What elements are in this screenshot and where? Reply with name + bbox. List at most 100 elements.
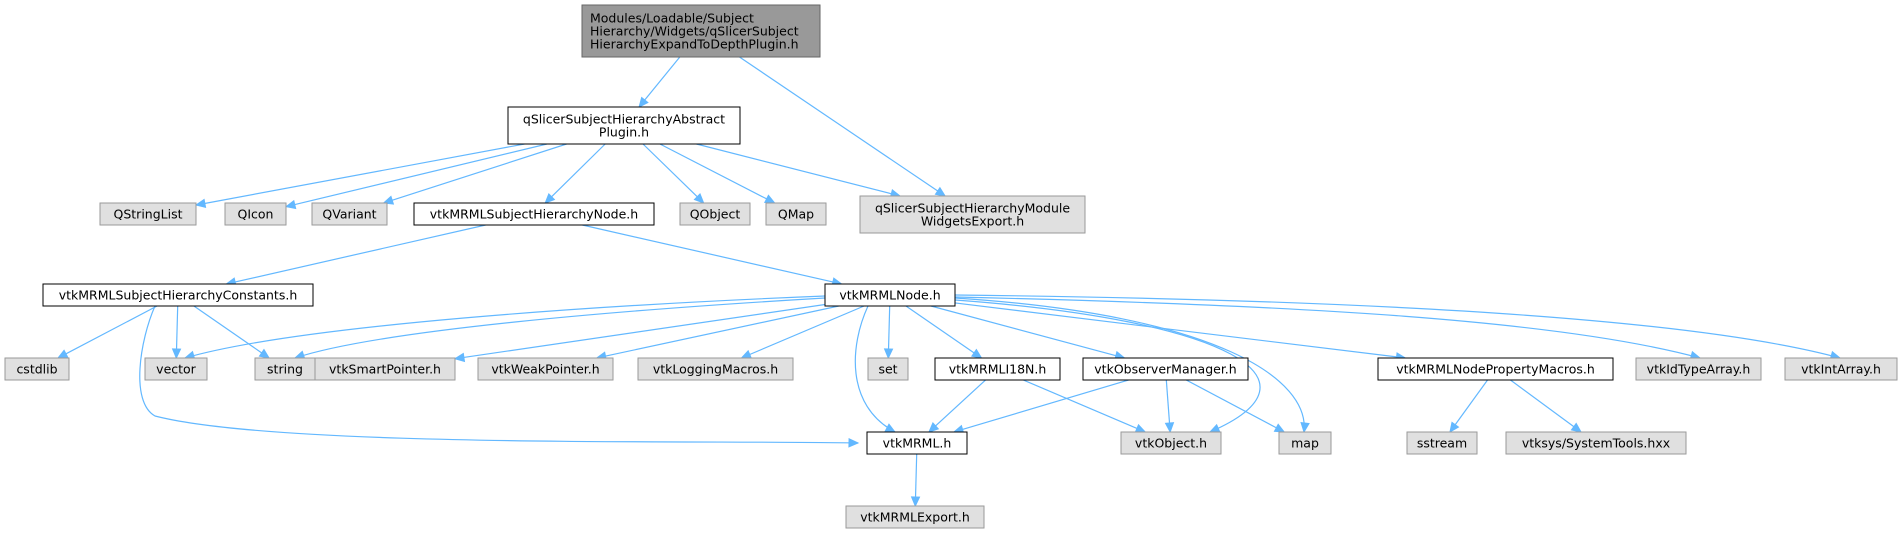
edge-sh-constants-to-vector-arrowhead [171, 348, 182, 360]
node-qmap[interactable]: QMap [765, 202, 827, 226]
node-cstdlib[interactable]: cstdlib [4, 357, 70, 381]
node-sh-constants-box [42, 283, 314, 307]
node-module-widgets-export[interactable]: qSlicerSubjectHierarchyModuleWidgetsExpo… [859, 195, 1086, 234]
edge-mrml-node-to-smart-pointer-arrowhead [453, 352, 466, 363]
edge-property-macros-to-system-tools-line [1510, 379, 1575, 428]
node-smart-pointer-label-line: vtkSmartPointer.h [329, 362, 441, 377]
edge-mrml-node-to-smart-pointer [453, 303, 826, 363]
node-sh-constants[interactable]: vtkMRMLSubjectHierarchyConstants.h [42, 283, 314, 307]
edge-abstract-plugin-to-qmap [659, 143, 776, 204]
node-mrml[interactable]: vtkMRML.h [866, 431, 968, 455]
edge-property-macros-to-sstream [1449, 379, 1489, 433]
node-qstringlist[interactable]: QStringList [99, 202, 197, 226]
node-logging-macros[interactable]: vtkLoggingMacros.h [637, 357, 794, 381]
edges [56, 56, 1842, 508]
node-sh-node[interactable]: vtkMRMLSubjectHierarchyNode.h [413, 202, 655, 226]
edge-mrml-node-to-string [293, 297, 826, 360]
node-vector[interactable]: vector [144, 357, 208, 381]
edge-sh-node-to-sh-constants [225, 224, 486, 287]
node-int-array-box [1784, 357, 1898, 381]
edge-property-macros-to-sstream-line [1454, 379, 1489, 426]
edge-abstract-plugin-to-qobject [642, 143, 705, 204]
node-qicon-box [224, 202, 287, 226]
edge-sh-constants-to-mrml-line [139, 305, 859, 444]
node-cstdlib-label-line: cstdlib [16, 362, 57, 377]
node-weak-pointer[interactable]: vtkWeakPointer.h [477, 357, 614, 381]
node-set[interactable]: set [867, 357, 909, 381]
edge-sh-node-to-mrml-node-line [582, 224, 834, 283]
edge-observer-manager-to-mrml-line [961, 379, 1129, 431]
node-id-type-array[interactable]: vtkIdTypeArray.h [1635, 357, 1762, 381]
edge-mrml-node-to-vector [183, 295, 826, 360]
node-map[interactable]: map [1278, 431, 1332, 455]
node-qobject[interactable]: QObject [679, 202, 751, 226]
edge-sh-constants-to-vector-line [175, 305, 179, 351]
edge-mrml-node-to-set-line [887, 305, 891, 351]
edge-root-to-module-widgets-export-arrowhead [934, 186, 947, 197]
node-qobject-box [679, 202, 751, 226]
node-map-box [1278, 431, 1332, 455]
node-root[interactable]: Modules/Loadable/SubjectHierarchy/Widget… [581, 4, 821, 58]
edge-sh-constants-to-string-arrowhead [258, 348, 271, 359]
node-vtk-object[interactable]: vtkObject.h [1120, 431, 1222, 455]
node-vtk-object-label-line: vtkObject.h [1135, 436, 1207, 451]
node-abstract-plugin-label-line: qSlicerSubjectHierarchyAbstract [523, 112, 725, 127]
edge-sh-constants-to-mrml-arrowhead [848, 438, 860, 448]
node-set-box [867, 357, 909, 381]
node-system-tools[interactable]: vtksys/SystemTools.hxx [1505, 431, 1687, 455]
node-id-type-array-box [1635, 357, 1762, 381]
edge-abstract-plugin-to-sh-node-line [550, 143, 606, 198]
edge-mrml-node-to-vector-line [184, 295, 826, 359]
node-string[interactable]: string [254, 357, 316, 381]
edge-mrml-node-to-smart-pointer-line [462, 303, 826, 359]
edge-root-to-abstract-plugin-line [643, 56, 681, 102]
edge-mrml-node-to-logging-macros-line [748, 305, 865, 356]
edge-mrml-node-to-weak-pointer-line [604, 305, 839, 357]
edge-mrml-node-to-map-arrowhead [1300, 422, 1310, 434]
edge-mrml-node-to-map [954, 297, 1310, 434]
node-int-array-label-line: vtkIntArray.h [1801, 362, 1881, 377]
node-weak-pointer-box [477, 357, 614, 381]
edge-root-to-module-widgets-export-line [739, 56, 939, 193]
edge-mrml-node-to-property-macros-line [954, 302, 1398, 358]
edge-sh-constants-to-mrml [139, 305, 860, 448]
node-smart-pointer-box [314, 357, 456, 381]
node-cstdlib-box [4, 357, 70, 381]
edge-observer-manager-to-vtk-object-line [1165, 379, 1171, 425]
edge-observer-manager-to-map-line [1185, 379, 1278, 429]
edge-observer-manager-to-vtk-object [1164, 379, 1175, 434]
edge-property-macros-to-sstream-arrowhead [1449, 421, 1460, 433]
edge-abstract-plugin-to-module-widgets-export-line [696, 143, 893, 195]
node-i18n[interactable]: vtkMRMLI18N.h [934, 357, 1061, 381]
node-root-box [581, 4, 821, 58]
node-mrml-node[interactable]: vtkMRMLNode.h [824, 283, 956, 307]
node-qicon[interactable]: QIcon [224, 202, 287, 226]
edge-mrml-node-to-int-array-line [954, 294, 1841, 359]
node-observer-manager[interactable]: vtkObserverManager.h [1082, 357, 1249, 381]
edge-abstract-plugin-to-qstringlist [194, 143, 525, 209]
node-property-macros[interactable]: vtkMRMLNodePropertyMacros.h [1377, 357, 1614, 381]
node-sstream[interactable]: sstream [1406, 431, 1478, 455]
edge-mrml-node-to-string-line [294, 297, 826, 359]
edge-property-macros-to-system-tools [1510, 379, 1583, 433]
node-set-label-line: set [878, 362, 897, 377]
edge-root-to-abstract-plugin-arrowhead [638, 96, 649, 108]
node-qvariant[interactable]: QVariant [311, 202, 388, 226]
edge-observer-manager-to-map [1185, 379, 1286, 433]
node-vector-box [144, 357, 208, 381]
node-mrml-label-line: vtkMRML.h [883, 436, 952, 451]
node-mrml-export[interactable]: vtkMRMLExport.h [845, 505, 985, 529]
edge-mrml-node-to-int-array [954, 294, 1842, 361]
edge-i18n-to-vtk-object-arrowhead [1134, 423, 1147, 433]
node-i18n-label-line: vtkMRMLI18N.h [949, 362, 1047, 377]
node-int-array[interactable]: vtkIntArray.h [1784, 357, 1898, 381]
node-map-label-line: map [1291, 436, 1319, 451]
node-mrml-box [866, 431, 968, 455]
edge-i18n-to-vtk-object-line [1023, 379, 1139, 430]
edge-abstract-plugin-to-qobject-arrowhead [693, 192, 705, 204]
node-mrml-export-label-line: vtkMRMLExport.h [860, 510, 970, 525]
edge-mrml-node-to-logging-macros-arrowhead [740, 349, 753, 359]
node-smart-pointer[interactable]: vtkSmartPointer.h [314, 357, 456, 381]
edge-abstract-plugin-to-qobject-line [642, 143, 699, 198]
